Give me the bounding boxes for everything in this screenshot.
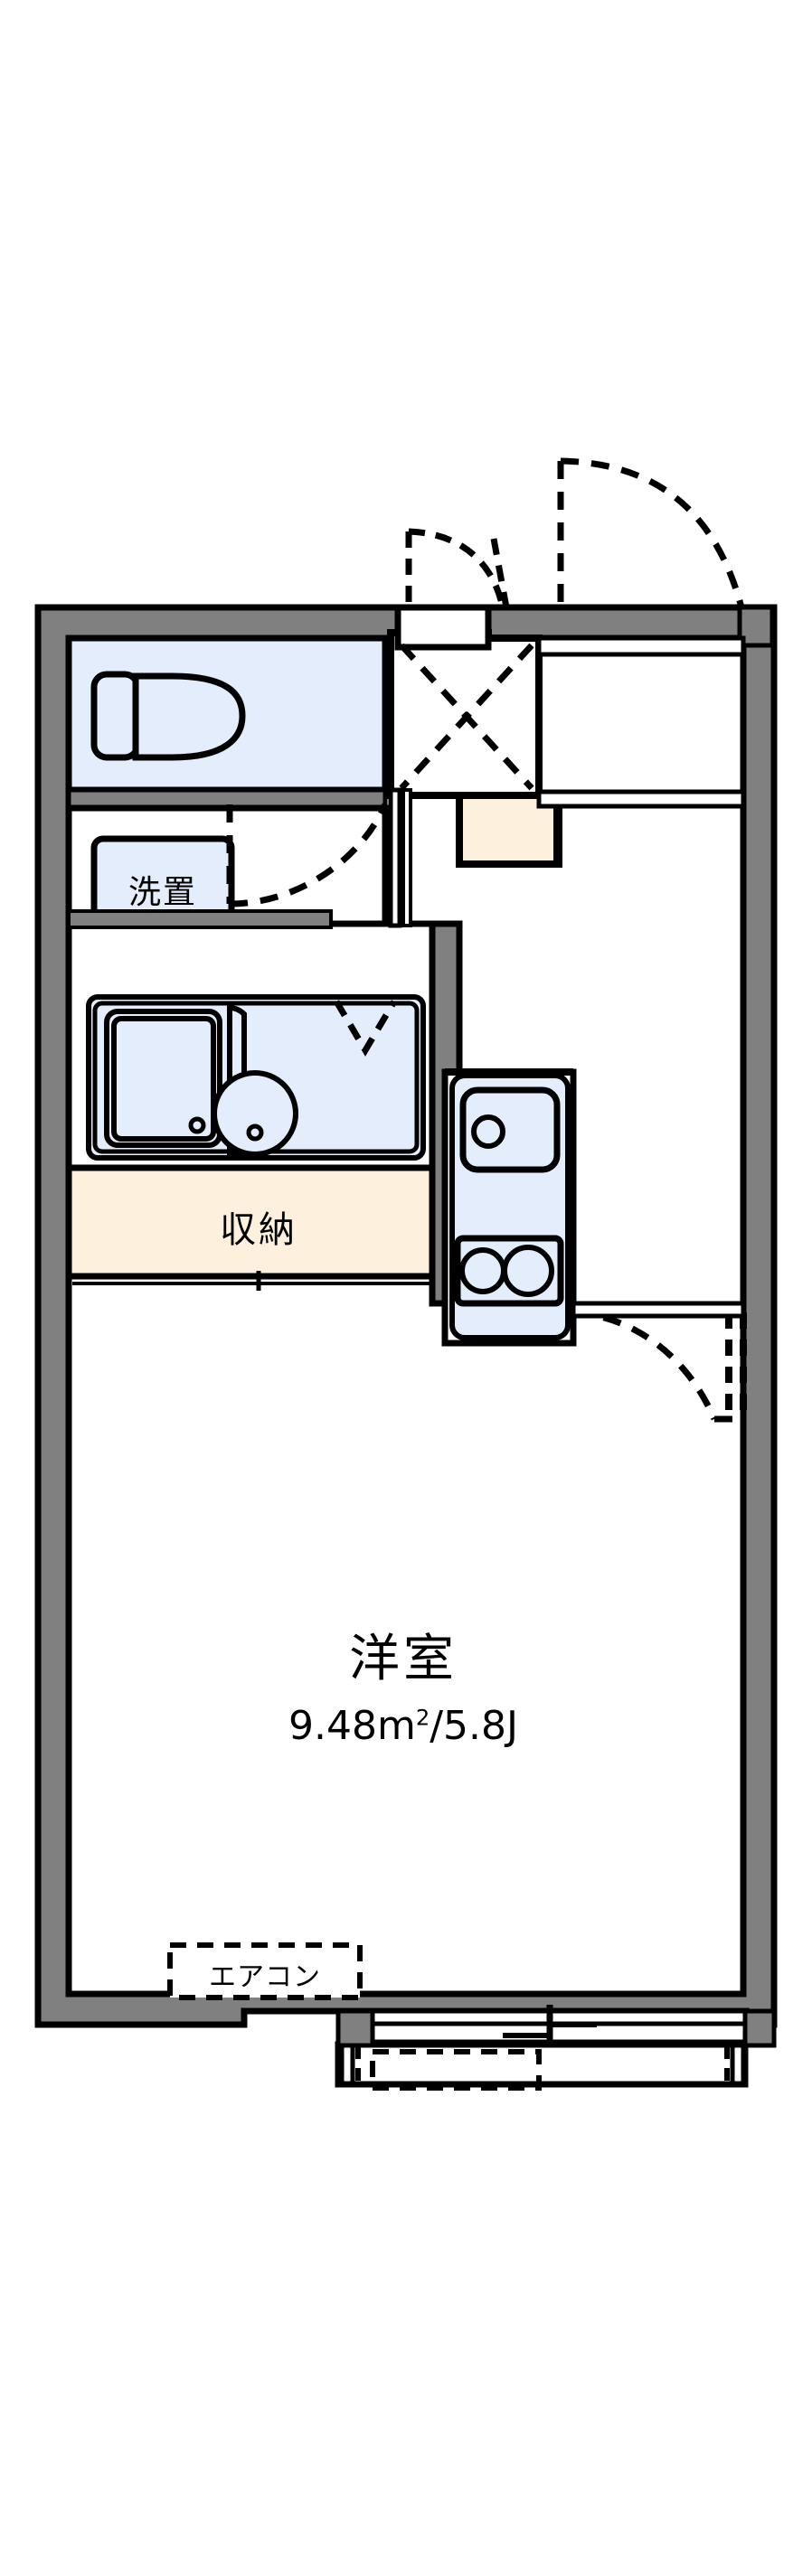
toilet-outer-door-icon bbox=[405, 528, 506, 608]
area-superscript: 2 bbox=[415, 1705, 430, 1731]
entrance-door-swing-icon bbox=[557, 457, 745, 608]
area-separator: / bbox=[430, 1703, 444, 1749]
balcony bbox=[335, 2008, 777, 2091]
genkan-cross-icon bbox=[399, 643, 534, 791]
aircon-box bbox=[167, 1942, 363, 2000]
room-door-jamb bbox=[725, 1312, 747, 1417]
main-room-label: 洋室 bbox=[349, 1630, 458, 1688]
closet-area bbox=[65, 1164, 452, 1291]
room-door-swing-icon bbox=[572, 1309, 743, 1423]
area-unit: m bbox=[376, 1703, 416, 1749]
washer-space-label: 洗置 bbox=[127, 874, 197, 911]
main-room-area-label: 9.48m2/5.8J bbox=[159, 1703, 647, 1749]
kitchen-right-wall bbox=[571, 1301, 746, 1319]
kitchen-sink-icon bbox=[459, 1086, 561, 1173]
balcony-jamb-marks bbox=[355, 2046, 730, 2084]
bath-sink-icon bbox=[212, 1004, 298, 1157]
area-jo: 5.8J bbox=[443, 1703, 518, 1749]
stove-burner-icon bbox=[454, 1235, 564, 1307]
closet-label: 収納 bbox=[220, 1209, 297, 1251]
bath-top-wall bbox=[67, 909, 333, 929]
bath-folding-door-icon bbox=[333, 1000, 398, 1057]
aircon-label: エアコン bbox=[209, 1961, 321, 1993]
toilet-door-swing-icon bbox=[226, 803, 389, 907]
area-number: 9.48 bbox=[288, 1703, 377, 1749]
genkan-door-jamb-marks bbox=[490, 538, 510, 608]
shoe-box-icon bbox=[456, 792, 562, 868]
toilet-icon bbox=[90, 671, 246, 761]
bathtub-icon bbox=[104, 1009, 222, 1148]
